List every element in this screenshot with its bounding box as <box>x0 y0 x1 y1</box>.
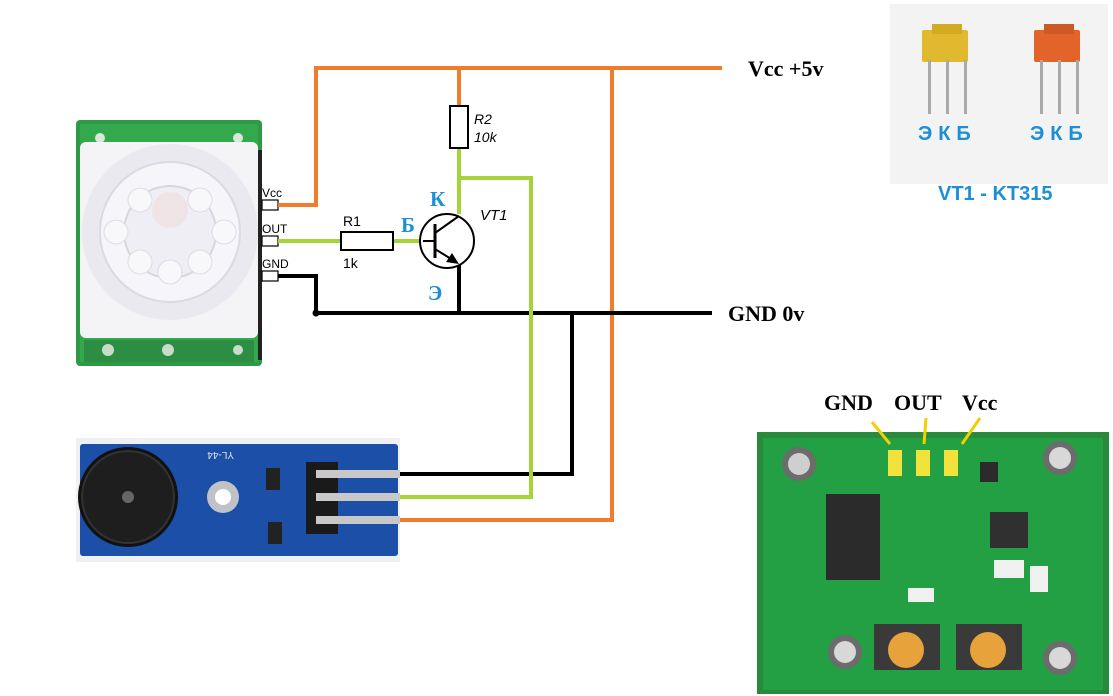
r2-value-label: 10k <box>474 129 498 145</box>
pir-pin-gnd-label: GND <box>262 257 289 271</box>
pir-board-gnd-label: GND <box>824 390 873 415</box>
pir-board-photo <box>757 432 1109 694</box>
emitter-label: Э <box>428 281 442 305</box>
signal-wires <box>278 148 533 499</box>
kt315-photo <box>890 4 1108 184</box>
kt315-yellow-pinout-label: ЭКБ <box>918 123 977 145</box>
gnd-junction-dot <box>312 309 320 317</box>
buzzer-module <box>76 438 400 562</box>
kt315-caption: VT1 - KT315 <box>938 183 1052 205</box>
vcc-rail-label: Vcc +5v <box>748 56 823 81</box>
pir-pin-out-label: OUT <box>262 222 288 236</box>
collector-label: К <box>430 187 446 211</box>
vcc-wires <box>278 66 722 522</box>
pir-sensor-module <box>76 120 279 366</box>
pir-board-pin-markers <box>870 417 982 445</box>
r1-ref-label: R1 <box>343 213 361 229</box>
r2-ref-label: R2 <box>474 111 492 127</box>
r1-value-label: 1k <box>343 255 359 271</box>
kt315-orange-pinout-label: ЭКБ <box>1030 123 1089 145</box>
resistor-r1 <box>340 231 394 251</box>
pir-board-out-label: OUT <box>894 390 942 415</box>
pir-board-vcc-label: Vcc <box>962 390 998 415</box>
transistor-vt1-symbol <box>419 213 475 269</box>
vt1-ref-label: VT1 <box>480 207 508 224</box>
pir-pin-vcc-label: Vcc <box>262 186 282 200</box>
base-label: Б <box>401 213 415 237</box>
resistor-r2 <box>449 105 469 149</box>
buzzer-model-label: YL-44 <box>207 449 234 460</box>
gnd-rail-label: GND 0v <box>728 301 804 326</box>
gnd-wires <box>278 262 712 476</box>
